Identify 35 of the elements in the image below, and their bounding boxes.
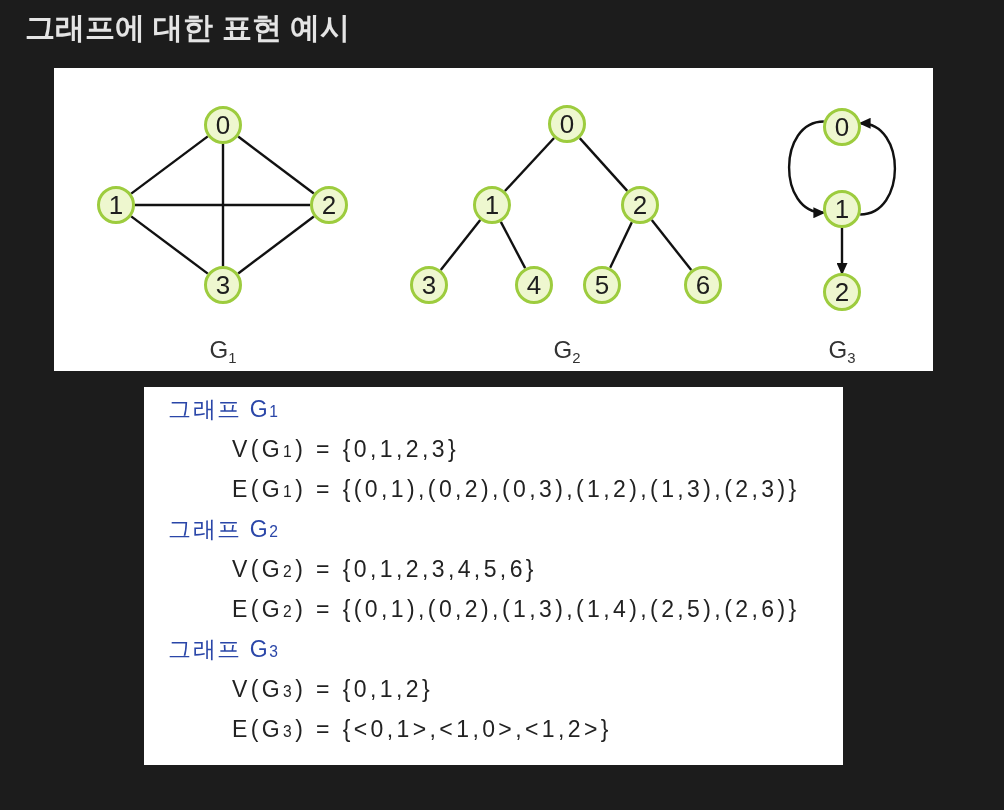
graph-caption: G$_{3}$ <box>828 336 856 369</box>
edge-line <box>439 219 482 271</box>
edge-line <box>578 137 629 192</box>
edge-line <box>650 219 693 271</box>
vertex-circle: 4 <box>515 266 553 304</box>
vertex-circle: 3 <box>410 266 448 304</box>
edge-line <box>221 144 225 266</box>
edge-line <box>130 215 209 275</box>
arrow <box>788 120 826 217</box>
vertex-circle: 2 <box>621 186 659 224</box>
arrow <box>836 228 848 275</box>
arrow <box>858 119 896 216</box>
figure-panel <box>54 68 933 371</box>
vertex-circle: 1 <box>97 186 135 224</box>
edge-line <box>609 221 633 269</box>
page-title: 그래프에 대한 표현 예시 <box>25 10 350 46</box>
vertex-circle: 2 <box>823 273 861 311</box>
edge-line <box>237 215 315 275</box>
vertex-circle: 5 <box>583 266 621 304</box>
edge-line <box>135 203 310 207</box>
vertex-circle: 1 <box>823 190 861 228</box>
edge-line <box>504 137 555 192</box>
vertex-circle: 6 <box>684 266 722 304</box>
edge-line <box>237 135 315 195</box>
graph-caption: G$_{2}$ <box>553 336 581 369</box>
edge-line <box>130 135 209 195</box>
text-panel <box>144 387 843 765</box>
vertex-circle: 3 <box>204 266 242 304</box>
vertex-circle: 2 <box>310 186 348 224</box>
vertex-circle: 0 <box>548 105 586 143</box>
edge-line <box>499 221 527 269</box>
graph-caption: G$_{1}$ <box>209 336 237 369</box>
vertex-circle: 1 <box>473 186 511 224</box>
vertex-circle: 0 <box>823 108 861 146</box>
vertex-circle: 0 <box>204 106 242 144</box>
